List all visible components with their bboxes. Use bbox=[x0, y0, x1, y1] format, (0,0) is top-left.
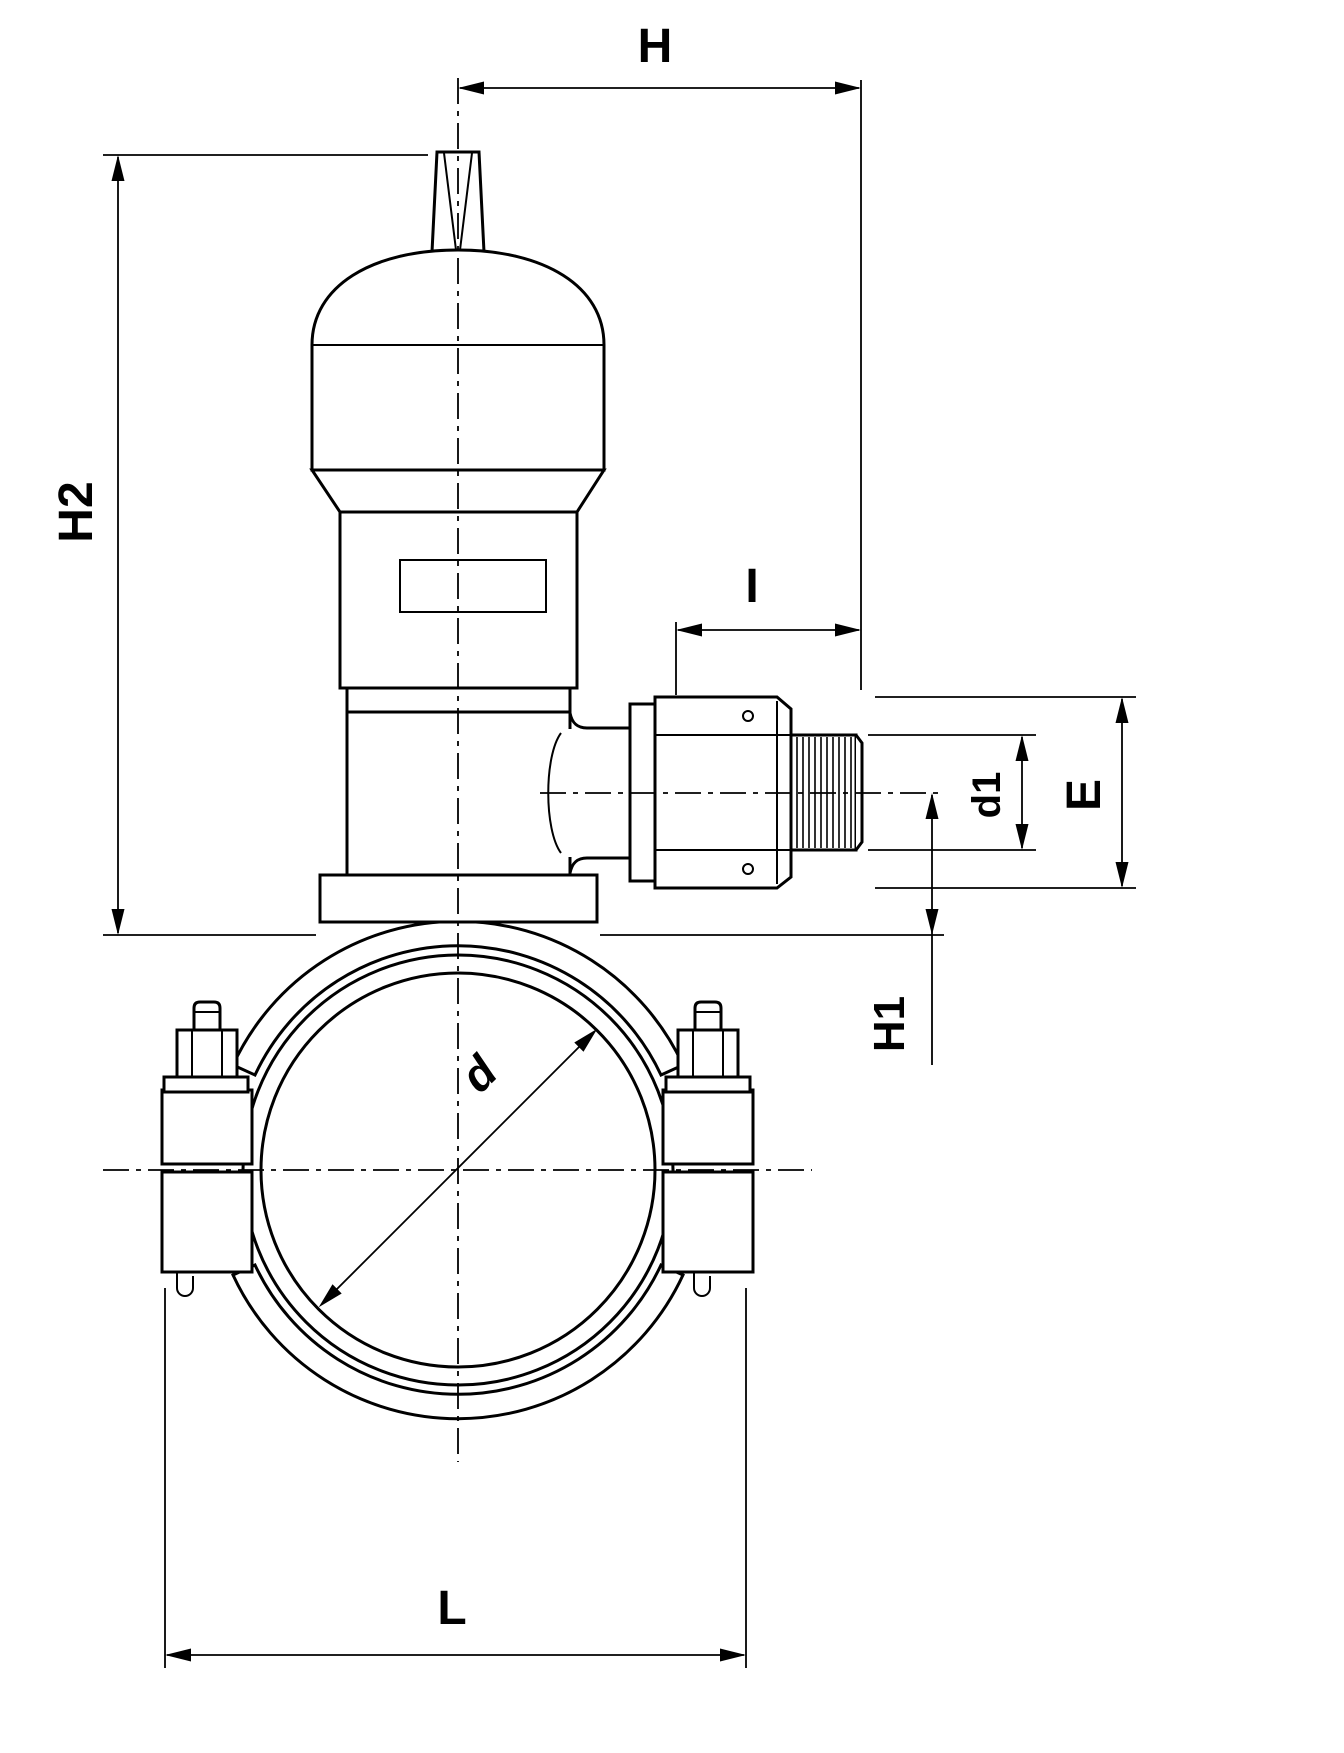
branch-bottom-wall bbox=[568, 856, 641, 874]
dimension-H: H bbox=[458, 20, 862, 690]
lug-right-top bbox=[661, 1088, 755, 1166]
body-label-plate bbox=[399, 559, 547, 613]
bolt-right-hex-facets bbox=[692, 1030, 724, 1077]
dim-d-line bbox=[335, 1045, 581, 1291]
dimension-L: L bbox=[164, 1288, 747, 1668]
dim-H2-arrow-top bbox=[111, 155, 125, 181]
dim-I-arrow-left bbox=[676, 623, 702, 637]
dim-d1-arrow-top bbox=[1015, 735, 1029, 761]
dim-L-arrow-left bbox=[165, 1648, 191, 1662]
clamp-lugs bbox=[160, 1088, 755, 1274]
dim-H-label: H bbox=[638, 20, 673, 73]
dim-d1-label: d1 bbox=[965, 772, 1009, 819]
nut-detail-dot-top bbox=[742, 710, 754, 722]
dim-I-label: I bbox=[745, 560, 758, 613]
dim-H2-label: H2 bbox=[50, 481, 103, 542]
bolt-right-washer bbox=[664, 1075, 752, 1094]
valve-stem-facets bbox=[443, 152, 473, 251]
dimension-d1: d1 bbox=[868, 734, 1036, 851]
branch-top-wall bbox=[568, 712, 641, 730]
dim-L-label: L bbox=[437, 1582, 466, 1635]
nut-detail-dot-bottom bbox=[742, 863, 754, 875]
dim-E-label: E bbox=[1058, 779, 1111, 811]
lug-left-top bbox=[160, 1088, 254, 1166]
dim-E-arrow-top bbox=[1115, 697, 1129, 723]
dim-H-arrow-right bbox=[835, 81, 861, 95]
dimension-I: I bbox=[675, 560, 861, 695]
dim-H1-arrow-bottom bbox=[925, 909, 939, 935]
dimension-H2: H2 bbox=[50, 154, 428, 936]
dim-H1-arrow-top bbox=[925, 793, 939, 819]
dim-I-arrow-right bbox=[835, 623, 861, 637]
dimension-H1: H1 bbox=[600, 793, 944, 1065]
nut-shoulder-lines bbox=[655, 734, 791, 851]
dim-H1-label: H1 bbox=[865, 996, 914, 1052]
dim-E-arrow-bottom bbox=[1115, 862, 1129, 888]
bolt-right bbox=[664, 1000, 752, 1297]
lug-left-bottom bbox=[160, 1170, 254, 1274]
centerlines bbox=[103, 78, 944, 1462]
bolt-right-hook bbox=[693, 1272, 711, 1297]
dim-H-arrow-left bbox=[458, 81, 484, 95]
dim-H2-arrow-bottom bbox=[111, 909, 125, 935]
bolt-left-hook bbox=[176, 1272, 194, 1297]
dim-L-arrow-right bbox=[720, 1648, 746, 1662]
bolt-right-stud bbox=[693, 1000, 723, 1032]
lug-right-bottom bbox=[661, 1170, 755, 1274]
clamp-bottom-shell bbox=[231, 1263, 685, 1421]
bolt-left bbox=[162, 1000, 250, 1297]
bolt-left-hex-head bbox=[175, 1028, 239, 1079]
dim-d1-arrow-bottom bbox=[1015, 824, 1029, 850]
bolt-right-hex-head bbox=[676, 1028, 740, 1079]
dim-d-arrow-lower bbox=[318, 1284, 342, 1308]
dimension-E: E bbox=[875, 696, 1136, 889]
bolt-left-washer bbox=[162, 1075, 250, 1094]
dim-d-arrow-upper bbox=[574, 1028, 598, 1052]
bolt-left-hex-facets bbox=[191, 1030, 223, 1077]
bolt-left-stud bbox=[192, 1000, 222, 1032]
